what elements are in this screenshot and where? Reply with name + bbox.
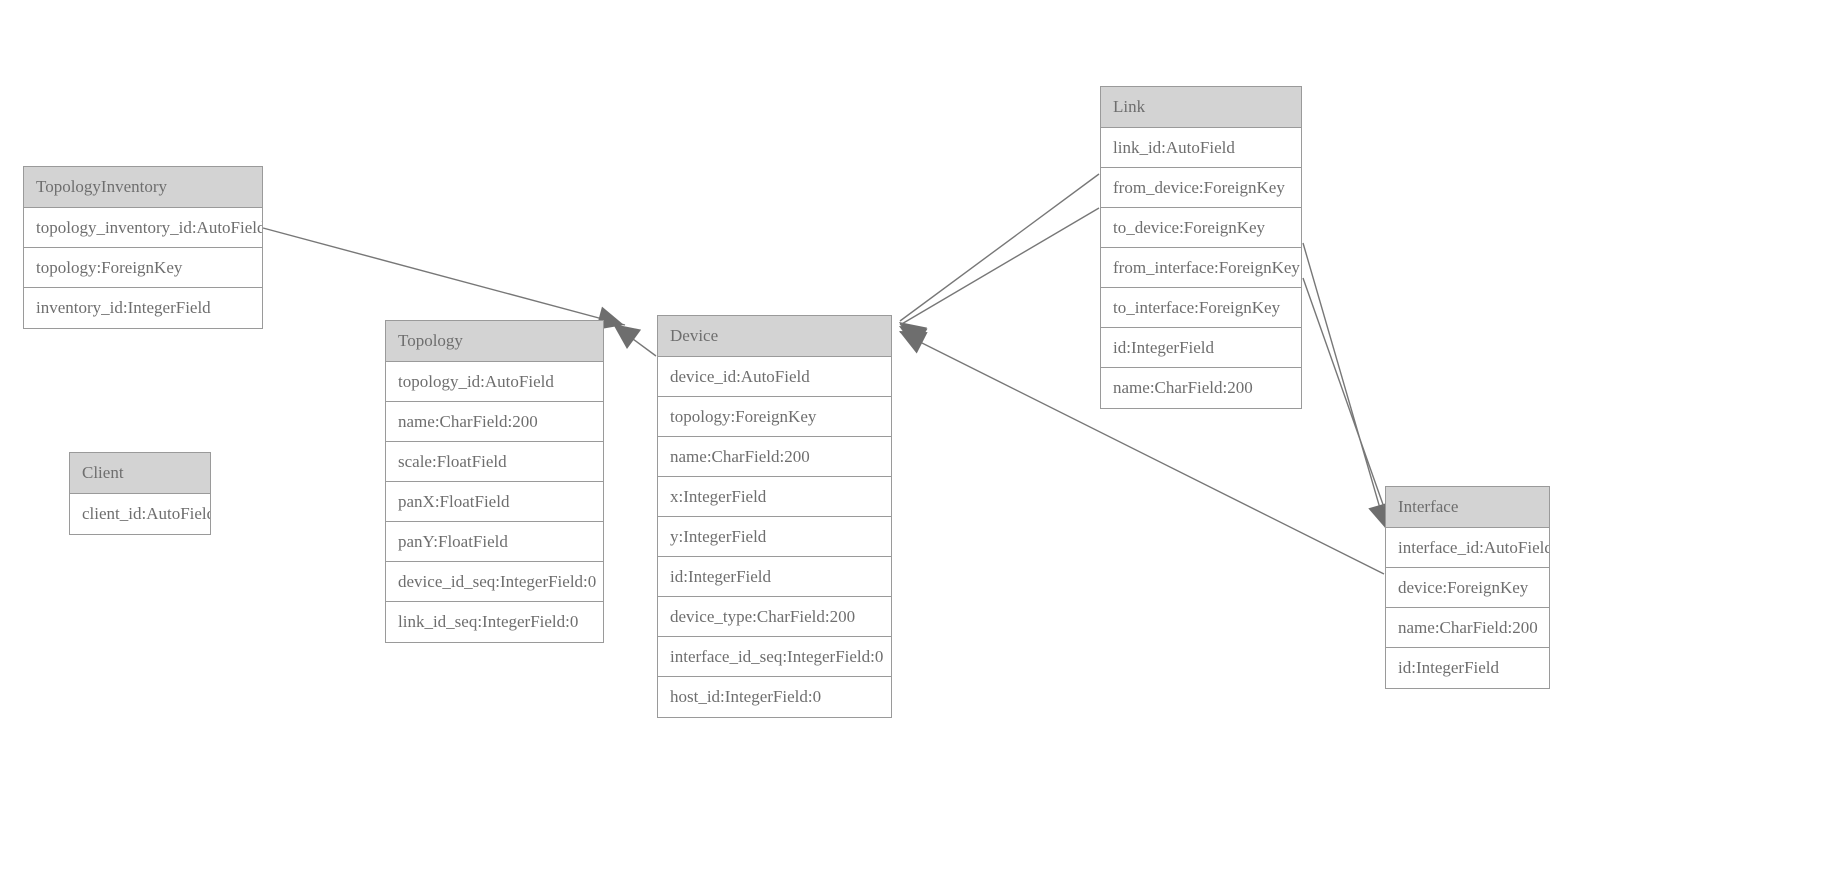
relationship-line <box>1302 277 1393 531</box>
field-row[interactable]: device_id_seq:IntegerField:0 <box>386 562 603 602</box>
relationship-link-from-device <box>899 173 1100 347</box>
field-row[interactable]: x:IntegerField <box>658 477 891 517</box>
field-row[interactable]: name:CharField:200 <box>386 402 603 442</box>
entity-title-link: Link <box>1101 87 1301 128</box>
arrowhead-icon <box>899 326 928 350</box>
field-row[interactable]: id:IntegerField <box>658 557 891 597</box>
field-row[interactable]: id:IntegerField <box>1398 658 1500 677</box>
relationship-line <box>613 324 657 357</box>
entity-title-topologyinventory: TopologyInventory <box>24 167 262 208</box>
field-row[interactable]: to_interface:ForeignKey <box>1101 288 1301 328</box>
entity-client[interactable]: Client client_id:AutoField <box>69 452 211 535</box>
field-row[interactable]: from_interface:ForeignKey <box>1101 248 1301 288</box>
field-row[interactable]: topology:ForeignKey <box>24 248 262 288</box>
field-row[interactable]: panX:FloatField <box>386 482 603 522</box>
field-row[interactable]: id:IntegerField <box>1101 328 1301 368</box>
arrowhead-icon <box>613 324 642 349</box>
field-row[interactable]: from_device:ForeignKey <box>1101 168 1301 208</box>
field-row[interactable]: topology:ForeignKey <box>658 397 891 437</box>
field-row[interactable]: client_id:AutoField <box>82 504 210 523</box>
entity-title-topology: Topology <box>386 321 603 362</box>
field-row[interactable]: topology_inventory_id:AutoField <box>24 208 262 248</box>
field-row[interactable]: panY:FloatField <box>386 522 603 562</box>
arrowhead-icon <box>899 322 928 347</box>
entity-title-device: Device <box>658 316 891 357</box>
field-row[interactable]: scale:FloatField <box>386 442 603 482</box>
field-row[interactable]: y:IntegerField <box>658 517 891 557</box>
field-row[interactable]: interface_id_seq:IntegerField:0 <box>658 637 891 677</box>
entity-title-client: Client <box>70 453 210 494</box>
relationship-line <box>262 227 626 326</box>
relationship-line <box>899 207 1100 326</box>
field-row[interactable]: name:CharField:200 <box>1386 608 1549 648</box>
arrowhead-icon <box>899 331 928 354</box>
field-row[interactable]: host_id:IntegerField:0 <box>670 687 822 706</box>
field-row[interactable]: device_type:CharField:200 <box>658 597 891 637</box>
relationship-line <box>899 173 1100 322</box>
relationship-device-topology <box>613 324 657 357</box>
relationship-link-to-device <box>899 207 1100 350</box>
relationship-line <box>1302 242 1387 530</box>
field-row[interactable]: link_id:AutoField <box>1101 128 1301 168</box>
field-row[interactable]: interface_id:AutoField <box>1386 528 1549 568</box>
field-row[interactable]: link_id_seq:IntegerField:0 <box>398 612 579 631</box>
entity-field-list-client: client_id:AutoField <box>70 494 210 534</box>
field-row[interactable]: to_device:ForeignKey <box>1101 208 1301 248</box>
field-row[interactable]: device_id:AutoField <box>658 357 891 397</box>
field-row[interactable]: inventory_id:IntegerField <box>36 298 211 317</box>
field-row[interactable]: name:CharField:200 <box>658 437 891 477</box>
field-row[interactable]: topology_id:AutoField <box>386 362 603 402</box>
field-row[interactable]: name:CharField:200 <box>1113 378 1253 397</box>
entity-title-interface: Interface <box>1386 487 1549 528</box>
field-row[interactable]: device:ForeignKey <box>1386 568 1549 608</box>
